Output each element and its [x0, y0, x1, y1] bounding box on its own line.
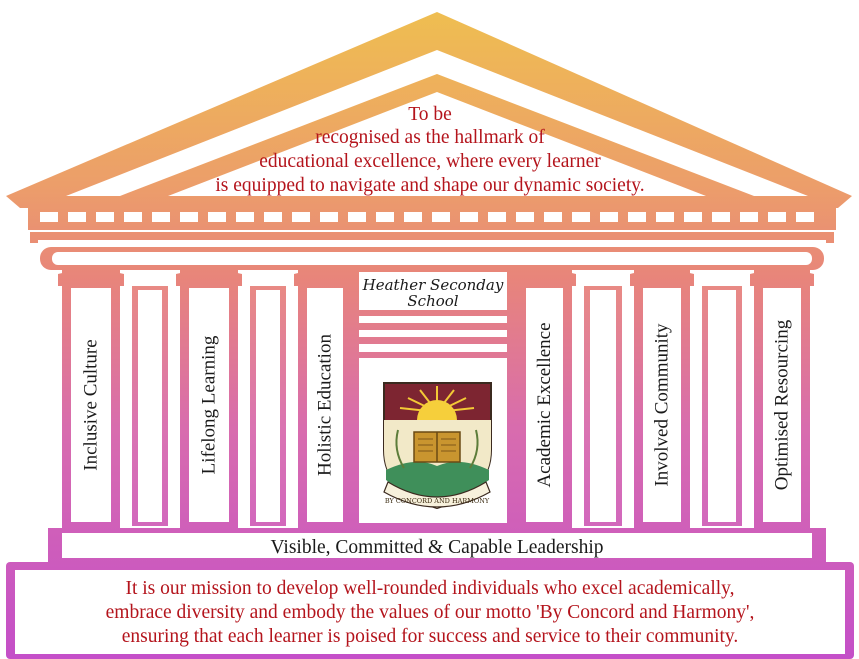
frieze-block: [376, 212, 394, 222]
vision-line: To be: [408, 104, 452, 125]
school-name-line: Heather Seconday: [362, 276, 504, 294]
pillar-label: Optimised Resourcing: [772, 319, 793, 490]
roof-dentil: [516, 89, 537, 104]
roof-dentil: [304, 102, 324, 117]
roof-pediment: [6, 12, 852, 208]
frieze-block: [488, 212, 506, 222]
frieze-block: [404, 212, 422, 222]
roof-dentil: [683, 153, 703, 168]
pillar-label: Involved Community: [652, 323, 673, 487]
roof-dentil: [450, 63, 471, 78]
frieze-block: [572, 212, 590, 222]
vision-line: recognised as the hallmark of: [315, 127, 545, 148]
roof-dentils: [104, 63, 770, 193]
pillar: Lifelong Learning: [176, 270, 242, 530]
roof-dentil: [583, 115, 604, 129]
frieze-block: [264, 212, 282, 222]
crest-motto: BY CONCORD AND HARMONY: [385, 497, 490, 505]
pillar-label: Academic Excellence: [534, 322, 555, 487]
pillar-label: Inclusive Culture: [81, 339, 102, 470]
pillar: Holistic Education: [294, 270, 356, 530]
frieze-block: [208, 212, 226, 222]
roof-dentil: [749, 178, 770, 193]
school-crest-icon: BY CONCORD AND HARMONY: [383, 382, 492, 510]
mission-line: ensuring that each learner is poised for…: [122, 626, 739, 647]
roof-dentil: [483, 76, 504, 91]
pillar: Involved Community: [630, 270, 694, 530]
frieze-block: [740, 212, 758, 222]
center-panel: Heather Seconday School: [349, 270, 517, 530]
frieze-block: [600, 212, 618, 222]
frieze-block: [768, 212, 786, 222]
roof-dentil: [550, 102, 570, 117]
frieze-block: [40, 212, 58, 222]
frieze-block: [796, 212, 814, 222]
frieze-block: [432, 212, 450, 222]
frieze-block: [68, 212, 86, 222]
frieze-block: [516, 212, 534, 222]
school-name-line: School: [407, 292, 458, 310]
pillar: Inclusive Culture: [58, 270, 124, 530]
pillar: Optimised Resourcing: [750, 270, 814, 530]
mission-line: It is our mission to develop well-rounde…: [125, 578, 734, 599]
frieze-block: [460, 212, 478, 222]
frieze-block: [152, 212, 170, 222]
mission-base: It is our mission to develop well-rounde…: [6, 562, 854, 659]
roof-dentil: [370, 76, 391, 91]
roof-dentil: [137, 166, 158, 180]
frieze-block: [292, 212, 310, 222]
frieze-block: [628, 212, 646, 222]
frieze-block: [124, 212, 142, 222]
pillar-label: Lifelong Learning: [199, 335, 220, 474]
plain-column: [690, 270, 754, 530]
frieze-block: [180, 212, 198, 222]
frieze-block: [712, 212, 730, 222]
frieze-block: [684, 212, 702, 222]
vision-line: is equipped to navigate and shape our dy…: [215, 175, 644, 196]
pillar-label: Holistic Education: [315, 334, 336, 476]
frieze-block: [348, 212, 366, 222]
vision-statement: To be recognised as the hallmark of educ…: [215, 104, 644, 196]
foundation-band: Visible, Committed & Capable Leadership: [48, 528, 826, 562]
roof-dentil: [171, 153, 191, 168]
mission-line: embrace diversity and embody the values …: [106, 602, 755, 623]
plain-column: [120, 270, 180, 530]
roof-dentil: [337, 89, 358, 104]
foundation-label: Visible, Committed & Capable Leadership: [271, 537, 604, 558]
frieze-block: [96, 212, 114, 222]
frieze-block: [656, 212, 674, 222]
plain-column: [238, 270, 298, 530]
vision-line: educational excellence, where every lear…: [259, 151, 601, 172]
roof-dentil: [649, 140, 670, 155]
pillar: Academic Excellence: [513, 270, 576, 530]
roof-dentil: [104, 178, 125, 193]
frieze-blocks: [40, 212, 814, 222]
frieze-block: [236, 212, 254, 222]
frieze-block: [320, 212, 338, 222]
roof-dentil: [403, 63, 424, 78]
frieze-block: [544, 212, 562, 222]
columns: Inclusive Culture Lifelong Learning Holist…: [58, 270, 814, 530]
roof-dentil: [204, 140, 225, 155]
roof-dentil: [270, 115, 291, 129]
roof-dentil: [237, 127, 258, 142]
roof-dentil: [616, 127, 637, 142]
entablature: [28, 204, 836, 270]
roof-dentil: [716, 166, 737, 180]
plain-column: [572, 270, 634, 530]
